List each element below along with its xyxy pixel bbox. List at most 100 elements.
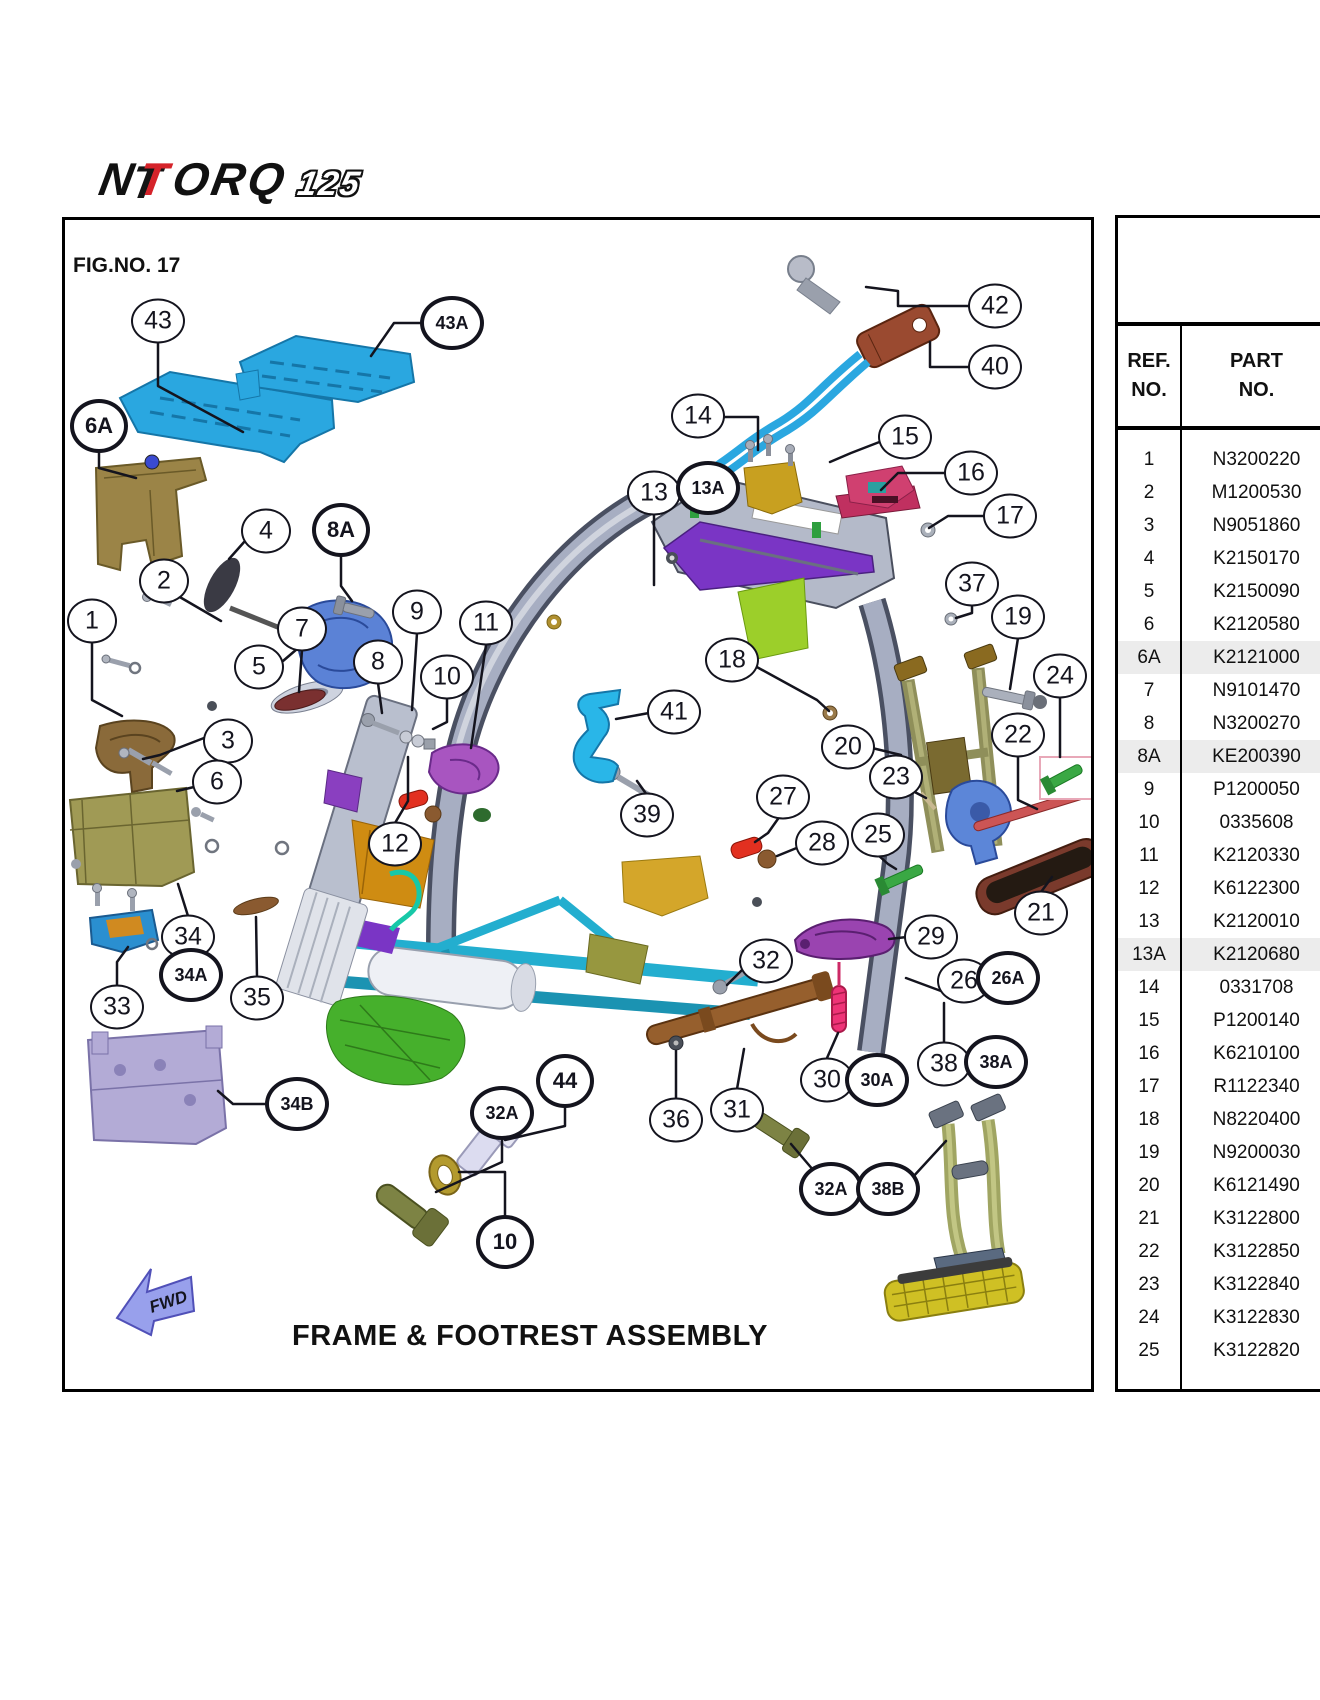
- callout-22: 22: [991, 712, 1045, 758]
- ref-no-cell: 10: [1138, 811, 1160, 833]
- callout-11: 11: [459, 600, 513, 646]
- ref-no-cell: 6: [1143, 613, 1155, 635]
- diagram-panel: FIG.NO. 17: [62, 217, 1094, 1392]
- ref-no-cell: 23: [1138, 1273, 1160, 1295]
- leader-lines: [90, 285, 1062, 1220]
- part-no-cell: N3200270: [1212, 712, 1301, 734]
- callout-12: 12: [368, 821, 422, 867]
- callout-17: 17: [983, 493, 1037, 539]
- callout-21: 21: [1014, 890, 1068, 936]
- ref-no-cell: 25: [1138, 1339, 1160, 1361]
- part-no-cell: K2120330: [1213, 844, 1300, 866]
- table-row: 25 K3122820: [1118, 1334, 1320, 1367]
- part-no-cell: P1200050: [1213, 778, 1300, 800]
- ref-header-line1: REF.: [1127, 350, 1171, 372]
- table-row: 3 N9051860: [1118, 509, 1320, 542]
- callout-29: 29: [904, 914, 958, 960]
- table-column-divider: [1180, 326, 1182, 1389]
- callout-26a: 26A: [976, 951, 1040, 1005]
- part-no-cell: P1200140: [1213, 1009, 1300, 1031]
- callout-27: 27: [756, 774, 810, 820]
- part-no-cell: K3122820: [1213, 1339, 1300, 1361]
- ref-no-cell: 3: [1143, 514, 1155, 536]
- ref-no-cell: 1: [1143, 448, 1155, 470]
- callout-24: 24: [1033, 653, 1087, 699]
- table-header-row: REF. NO. PART NO.: [1118, 326, 1320, 430]
- callout-3: 3: [203, 718, 253, 764]
- callout-37: 37: [945, 561, 999, 607]
- callout-25: 25: [851, 812, 905, 858]
- ref-no-cell: 17: [1138, 1075, 1160, 1097]
- callout-8: 8: [353, 639, 403, 685]
- part-no-cell: N3200220: [1212, 448, 1301, 470]
- table-row: 9 P1200050: [1118, 773, 1320, 806]
- ref-no-cell: 22: [1138, 1240, 1160, 1262]
- ref-no-cell: 14: [1138, 976, 1160, 998]
- ref-no-cell: 8: [1143, 712, 1155, 734]
- part-no-cell: K2120580: [1213, 613, 1300, 635]
- callout-20: 20: [821, 724, 875, 770]
- callout-13: 13: [627, 470, 681, 516]
- parts-table-panel: REF. NO. PART NO. 1 N3200220 2 M1200530 3 N90…: [1115, 215, 1320, 1392]
- ref-no-cell: 2: [1143, 481, 1155, 503]
- callout-6: 6: [192, 759, 242, 805]
- ref-no-cell: 19: [1138, 1141, 1160, 1163]
- ref-no-cell: 8A: [1137, 745, 1161, 767]
- callout-13a: 13A: [676, 461, 740, 515]
- part-no-cell: K6121490: [1213, 1174, 1300, 1196]
- part-no-cell: K2150090: [1213, 580, 1300, 602]
- diagram-title: FRAME & FOOTREST ASSEMBLY: [292, 1320, 768, 1352]
- callout-31: 31: [710, 1087, 764, 1133]
- ref-no-cell: 11: [1139, 844, 1159, 866]
- part-no-cell: K3122830: [1213, 1306, 1300, 1328]
- part-no-cell: K2120010: [1213, 910, 1300, 932]
- callout-8a: 8A: [312, 503, 370, 557]
- table-row: 14 0331708: [1118, 971, 1320, 1004]
- table-row: 6 K2120580: [1118, 608, 1320, 641]
- exploded-diagram-art: FWD: [68, 255, 1091, 1337]
- part-no-cell: N9101470: [1212, 679, 1301, 701]
- brand-name-suffix: ORQ: [168, 153, 292, 205]
- part-no-cell: M1200530: [1211, 481, 1302, 503]
- part-no-cell: N9051860: [1212, 514, 1301, 536]
- ref-no-cell: 21: [1138, 1207, 1160, 1229]
- callout-2: 2: [139, 558, 189, 604]
- callout-19: 19: [991, 594, 1045, 640]
- callout-43: 43: [131, 298, 185, 344]
- ref-no-cell: 12: [1138, 877, 1160, 899]
- callout-43a: 43A: [420, 296, 484, 350]
- callout-39: 39: [620, 792, 674, 838]
- part-no-cell: 0331708: [1219, 976, 1294, 998]
- callout-34b: 34B: [265, 1077, 329, 1131]
- callout-23: 23: [869, 754, 923, 800]
- ref-no-header: REF. NO.: [1118, 326, 1180, 426]
- callout-38b: 38B: [856, 1162, 920, 1216]
- ref-no-cell: 7: [1143, 679, 1155, 701]
- part-no-cell: K3122800: [1213, 1207, 1300, 1229]
- brand-model: 125: [294, 165, 365, 203]
- part-no-cell: KE200390: [1212, 745, 1301, 767]
- callout-38a: 38A: [964, 1035, 1028, 1089]
- figure-number: FIG.NO. 17: [73, 254, 181, 277]
- ref-no-cell: 9: [1143, 778, 1155, 800]
- part-no-cell: K3122840: [1213, 1273, 1300, 1295]
- ref-no-cell: 4: [1143, 547, 1155, 569]
- part-no-cell: R1122340: [1213, 1075, 1300, 1097]
- ref-no-cell: 15: [1138, 1009, 1160, 1031]
- callout-34a: 34A: [159, 948, 223, 1002]
- callout-5: 5: [234, 644, 284, 690]
- callout-32a: 32A: [470, 1086, 534, 1140]
- callout-28: 28: [795, 820, 849, 866]
- callout-38: 38: [917, 1041, 971, 1087]
- callout-7: 7: [277, 606, 327, 652]
